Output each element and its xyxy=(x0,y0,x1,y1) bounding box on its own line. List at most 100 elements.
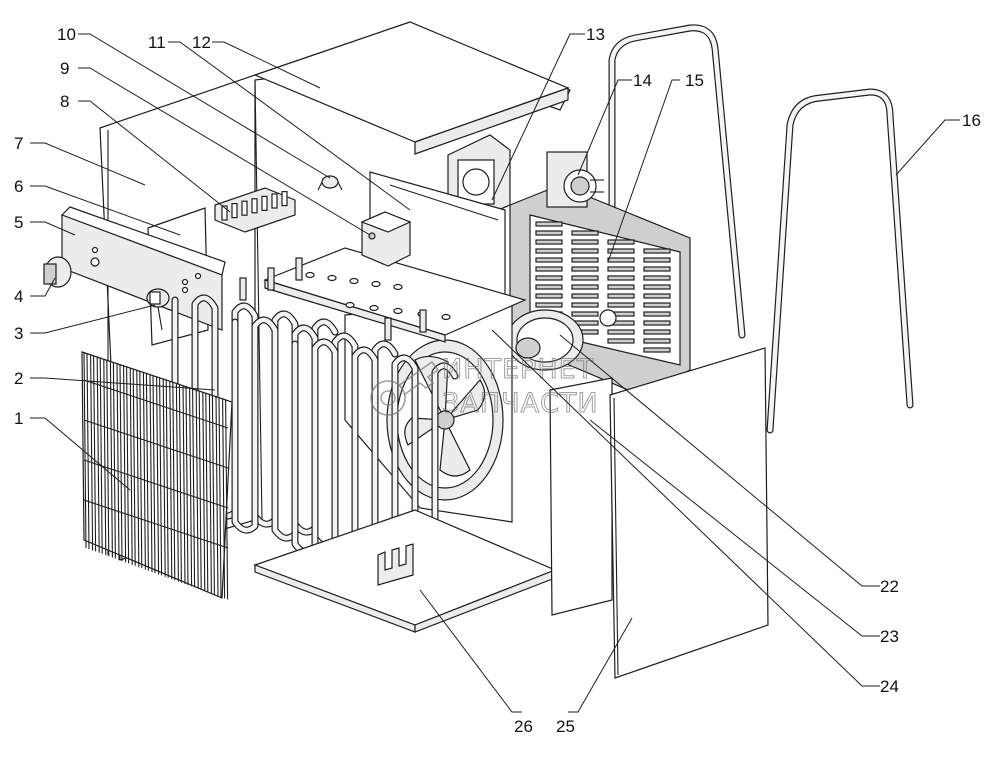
callout-4: 4 xyxy=(14,287,23,306)
grille-bar xyxy=(162,378,166,577)
leader-lines xyxy=(30,33,960,713)
grille-bar xyxy=(99,357,103,554)
front-grille-1 xyxy=(81,351,233,600)
grille-bar xyxy=(182,384,186,585)
callout-9: 9 xyxy=(60,59,69,78)
grille-bar xyxy=(132,368,136,566)
grille-fin xyxy=(643,311,671,317)
grille-bar xyxy=(178,383,182,583)
grille-fin xyxy=(535,257,563,263)
callout-5: 5 xyxy=(14,213,23,232)
grille-bar xyxy=(175,382,179,582)
mount-hole xyxy=(393,307,403,315)
grille-bar xyxy=(126,366,130,564)
terminal-block-8 xyxy=(214,187,296,233)
grille-fin xyxy=(571,311,599,317)
mount-hole xyxy=(369,304,379,312)
callout-8: 8 xyxy=(60,92,69,111)
callout-26: 26 xyxy=(514,717,533,736)
grille-fin xyxy=(643,329,671,335)
grille-fin xyxy=(571,239,599,245)
grille-fin xyxy=(571,257,599,263)
watermark-line2: ЗАПЧАСТИ xyxy=(442,388,599,419)
grille-bar xyxy=(83,351,87,549)
grille-bar xyxy=(112,361,116,559)
mount-hole xyxy=(327,274,337,282)
terminal-slot xyxy=(251,198,258,214)
base-plate-26 xyxy=(253,509,557,633)
grille-bar xyxy=(185,385,189,586)
grille-bar xyxy=(129,367,133,565)
grille-bar xyxy=(169,380,173,580)
grille-bar xyxy=(103,358,107,556)
grille-bar xyxy=(172,381,176,581)
handle-right-16 xyxy=(766,88,914,434)
thermal-fuse-10 xyxy=(317,175,343,191)
thermostat-9 xyxy=(360,211,412,267)
grille-bar xyxy=(189,387,193,587)
callout-12: 12 xyxy=(192,33,211,52)
callout-3: 3 xyxy=(14,324,23,343)
grille-fin xyxy=(607,257,635,263)
grille-bar xyxy=(211,394,215,595)
mount-hole xyxy=(305,271,315,279)
grille-fin xyxy=(643,284,671,290)
grille-bar xyxy=(218,396,222,598)
grille-bar xyxy=(109,360,113,558)
grille-bar xyxy=(198,390,202,590)
mount-hole xyxy=(371,280,381,288)
grille-bar xyxy=(145,372,149,571)
mount-hole xyxy=(345,301,355,309)
terminal-slot xyxy=(281,191,288,207)
grille-rail xyxy=(83,379,229,429)
grille-bar xyxy=(106,359,110,557)
grille-bar xyxy=(119,363,123,562)
callout-13: 13 xyxy=(586,25,605,44)
callout-22: 22 xyxy=(880,577,899,596)
heater-terminal xyxy=(419,309,427,333)
grille-fin xyxy=(607,338,635,344)
grille-bar xyxy=(86,352,90,550)
top-cover-12 xyxy=(253,21,570,155)
callout-1: 1 xyxy=(14,409,23,428)
grille-fin xyxy=(535,302,563,308)
grille-bar xyxy=(136,369,140,568)
mount-hole xyxy=(441,313,451,321)
heating-element-tube xyxy=(172,295,338,535)
callout-6: 6 xyxy=(14,177,23,196)
grille-fin xyxy=(535,266,563,272)
watermark: ИНТЕРНЕТ ЗАПЧАСТИ xyxy=(370,354,599,420)
mount-hole xyxy=(393,283,403,291)
knob-4 xyxy=(43,256,72,288)
grille-fin xyxy=(535,293,563,299)
grille-bar xyxy=(96,356,100,553)
grille-bar xyxy=(142,371,146,570)
callout-10: 10 xyxy=(57,25,76,44)
grille-fin xyxy=(607,248,635,254)
grille-fin xyxy=(571,302,599,308)
side-panel-23 xyxy=(549,377,613,616)
callout-14: 14 xyxy=(633,71,652,90)
grille-fin xyxy=(535,248,563,254)
grille-fin xyxy=(643,302,671,308)
grille-fin xyxy=(643,293,671,299)
grille-fin xyxy=(535,239,563,245)
grille-bar xyxy=(202,391,206,592)
grille-bar xyxy=(205,392,209,593)
callout-2: 2 xyxy=(14,369,23,388)
grille-fin xyxy=(607,302,635,308)
grille-fin xyxy=(607,266,635,272)
grille-bar xyxy=(215,395,219,597)
grille-bar xyxy=(116,362,120,561)
heater-terminal xyxy=(384,317,392,341)
grille-fin xyxy=(643,320,671,326)
heater-terminal xyxy=(295,257,303,281)
terminal-slot xyxy=(261,195,268,211)
grille-fin xyxy=(643,248,671,254)
heater-terminal xyxy=(267,267,275,291)
grille-fin xyxy=(607,293,635,299)
grille-bar xyxy=(93,355,97,552)
grille-bar xyxy=(149,373,153,573)
grille-fin xyxy=(643,266,671,272)
